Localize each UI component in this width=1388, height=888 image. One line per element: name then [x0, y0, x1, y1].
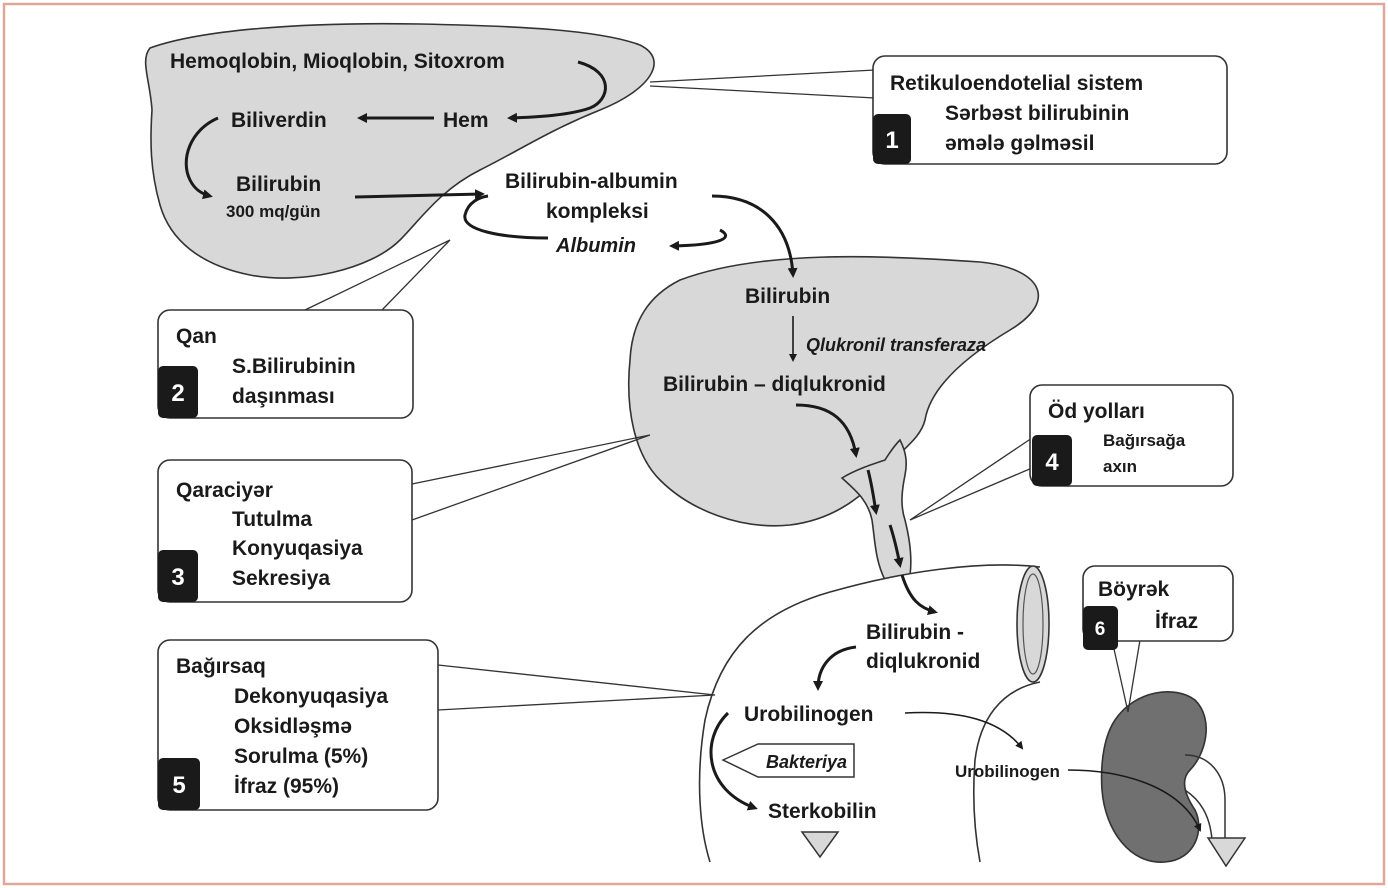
arrow-bilirubin-to-complex [354, 189, 485, 200]
box-1-line-2: əmələ gəlməsil [945, 132, 1094, 155]
box-4-badge [1032, 435, 1072, 486]
arrow-to-albumin [669, 228, 727, 251]
ureter-outer [1184, 754, 1226, 840]
box-6-badge [1083, 606, 1118, 650]
box-2-badge [158, 366, 198, 418]
box-4: Öd yolları Bağırsağa axın 4 [909, 384, 1234, 521]
box-2-line-2: daşınması [232, 385, 335, 408]
arrow-duct-mid [866, 469, 880, 515]
box-3-line-2: Konyuqasiya [232, 537, 363, 560]
complex-label-line-1: Bilirubin-albumin [505, 170, 678, 193]
hem-label: Hem [443, 109, 489, 132]
intestine-product-line-1: Bilirubin - [866, 621, 964, 644]
box-4-title: Öd yolları [1048, 400, 1145, 423]
kidney-output-triangle [1206, 837, 1247, 868]
liver-product-label: Bilirubin – diqlukronid [663, 373, 886, 396]
arrow-urobilinogen-to-kidney [1067, 769, 1202, 832]
ureter-inner [1184, 789, 1213, 841]
box-6-number: 6 [1095, 619, 1106, 640]
box-3-line-1: Tutulma [232, 508, 312, 531]
enzyme-label: Qlukronil transferaza [806, 335, 986, 355]
bacteria-label: Bakteriya [766, 752, 847, 772]
box-5-line-3: Sorulma (5%) [234, 745, 368, 768]
urobilinogen-out-label: Urobilinogen [955, 762, 1060, 781]
box-5-badge [158, 758, 200, 810]
intestine-opening [1016, 565, 1050, 683]
box-5-line-1: Dekonyuqasiya [234, 685, 388, 708]
box-3-title: Qaraciyər [176, 479, 273, 502]
box-1-badge [873, 114, 911, 164]
albumin-label: Albumin [555, 235, 636, 257]
box-2-line-1: S.Bilirubinin [232, 355, 356, 378]
box-1: Retikuloendotelial sistem Sərbəst biliru… [649, 55, 1228, 165]
intestine-region [698, 564, 1041, 863]
intestine-product-line-2: diqlukronid [866, 650, 980, 673]
arrow-liver-to-duct [795, 403, 860, 458]
arrow-to-urobilinogen [813, 645, 857, 691]
bacteria-tag [721, 743, 855, 778]
box-5-line-4: İfraz (95%) [234, 775, 339, 798]
box-3-line-3: Sekresiya [232, 567, 330, 590]
box-3-badge [158, 550, 198, 602]
box-3: Qaraciyər Tutulma Konyuqasiya Sekresiya … [157, 434, 651, 603]
arrow-duct-low [888, 524, 904, 568]
liver-bilirubin-label: Bilirubin [745, 285, 830, 308]
kidney [1100, 691, 1207, 863]
box-1-title: Retikuloendotelial sistem [890, 72, 1143, 95]
box-2-number: 2 [171, 380, 184, 407]
arrow-complex-to-liver [711, 194, 798, 278]
box-3-number: 3 [171, 564, 184, 591]
arrow-albumin-cycle [463, 194, 549, 240]
arrow-duct-to-intestine [900, 574, 938, 616]
sterkobilin-label: Sterkobilin [768, 800, 877, 823]
rate-label: 300 mq/gün [226, 202, 320, 221]
box-6-title: Böyrək [1098, 578, 1170, 601]
urobilinogen-label: Urobilinogen [744, 703, 874, 726]
box-1-number: 1 [885, 127, 898, 154]
intestine-opening-inner [1022, 573, 1044, 675]
arrow-biliverdin-to-bilirubin [184, 116, 219, 200]
hemoglobin-label: Hemoqlobin, Mioqlobin, Sitoxrom [170, 50, 505, 73]
box-4-number: 4 [1045, 449, 1059, 476]
box-6: Böyrək İfraz 6 [1082, 565, 1234, 713]
box-5: Bağırsaq Dekonyuqasiya Oksidləşmə Sorulm… [157, 639, 716, 811]
box-5-line-2: Oksidləşmə [234, 715, 352, 738]
complex-label-line-2: kompleksi [546, 200, 649, 223]
box-1-line-1: Sərbəst bilirubinin [945, 102, 1129, 125]
arrow-to-hem [507, 60, 607, 123]
bilirubin-label: Bilirubin [236, 173, 321, 196]
arrow-to-sterkobilin [709, 711, 758, 811]
box-5-title: Bağırsaq [176, 655, 266, 678]
intestine-lower-wall [973, 681, 1041, 863]
reticuloendothelial-region [144, 22, 655, 279]
box-2-title: Qan [176, 325, 217, 348]
box-5-number: 5 [172, 772, 185, 799]
sterkobilin-output-triangle [800, 831, 840, 859]
box-2: Qan S.Bilirubinin daşınması 2 [157, 239, 451, 419]
box-4-line-2: axın [1103, 457, 1137, 476]
box-4-line-1: Bağırsağa [1103, 431, 1186, 450]
biliverdin-label: Biliverdin [231, 109, 327, 132]
box-6-line-1: İfraz [1155, 610, 1198, 633]
arrow-urobilinogen-out [904, 711, 1024, 750]
